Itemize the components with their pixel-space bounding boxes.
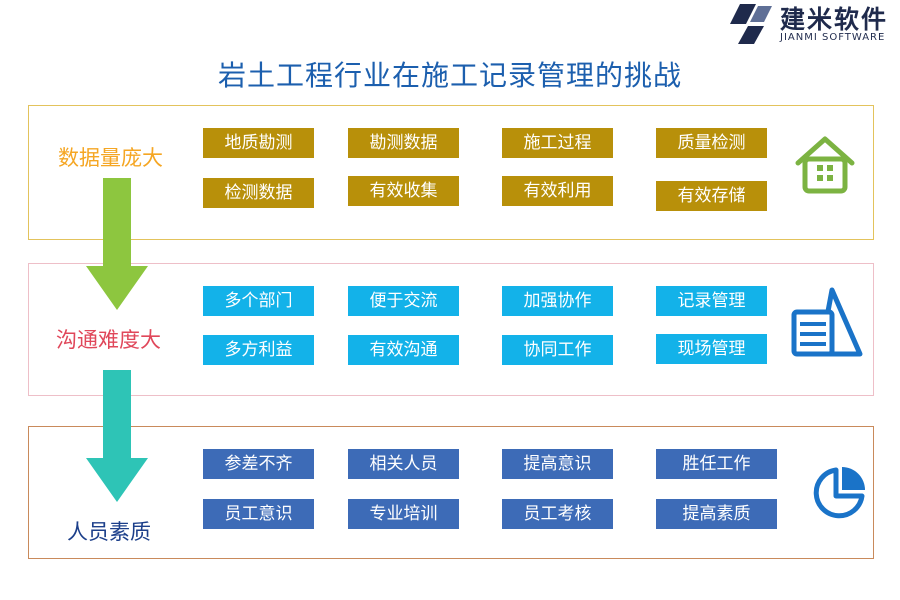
down-arrow-teal-icon [86,370,148,502]
logo-name-cn: 建米软件 [780,5,889,34]
section-label-personnel: 人员素质 [67,520,151,544]
tag-item: 提高素质 [656,499,777,529]
tag-item: 施工过程 [502,128,613,158]
house-icon [795,136,855,194]
tag-item: 现场管理 [656,334,767,364]
section-panel-communication [28,263,874,396]
tag-item: 多方利益 [203,335,314,365]
tag-item: 检测数据 [203,178,314,208]
tag-item: 相关人员 [348,449,459,479]
logo-mark-icon [730,4,772,44]
tag-item: 提高意识 [502,449,613,479]
section-label-data-volume: 数据量庞大 [58,146,163,170]
tag-item: 员工意识 [203,499,314,529]
tag-item: 勘测数据 [348,128,459,158]
tag-item: 多个部门 [203,286,314,316]
tag-item: 员工考核 [502,499,613,529]
tag-item: 质量检测 [656,128,767,158]
tag-item: 参差不齐 [203,449,314,479]
tag-item: 有效收集 [348,176,459,206]
tag-item: 有效利用 [502,176,613,206]
tag-item: 专业培训 [348,499,459,529]
page-title: 岩土工程行业在施工记录管理的挑战 [217,59,682,92]
down-arrow-green-icon [86,178,148,310]
section-panel-personnel [28,426,874,559]
pie-chart-icon [813,467,865,519]
tag-item: 协同工作 [502,335,613,365]
tag-item: 加强协作 [502,286,613,316]
logo-name-en: JIANMI SOFTWARE [780,32,886,43]
tag-item: 地质勘测 [203,128,314,158]
section-panel-data-volume [28,105,874,240]
tag-item: 有效沟通 [348,335,459,365]
tag-item: 便于交流 [348,286,459,316]
tag-item: 胜任工作 [656,449,777,479]
tag-item: 有效存储 [656,181,767,211]
section-label-communication: 沟通难度大 [56,328,161,352]
brand-logo: 建米软件 JIANMI SOFTWARE [726,0,900,48]
tag-item: 记录管理 [656,286,767,316]
triangle-chart-icon [791,287,863,357]
